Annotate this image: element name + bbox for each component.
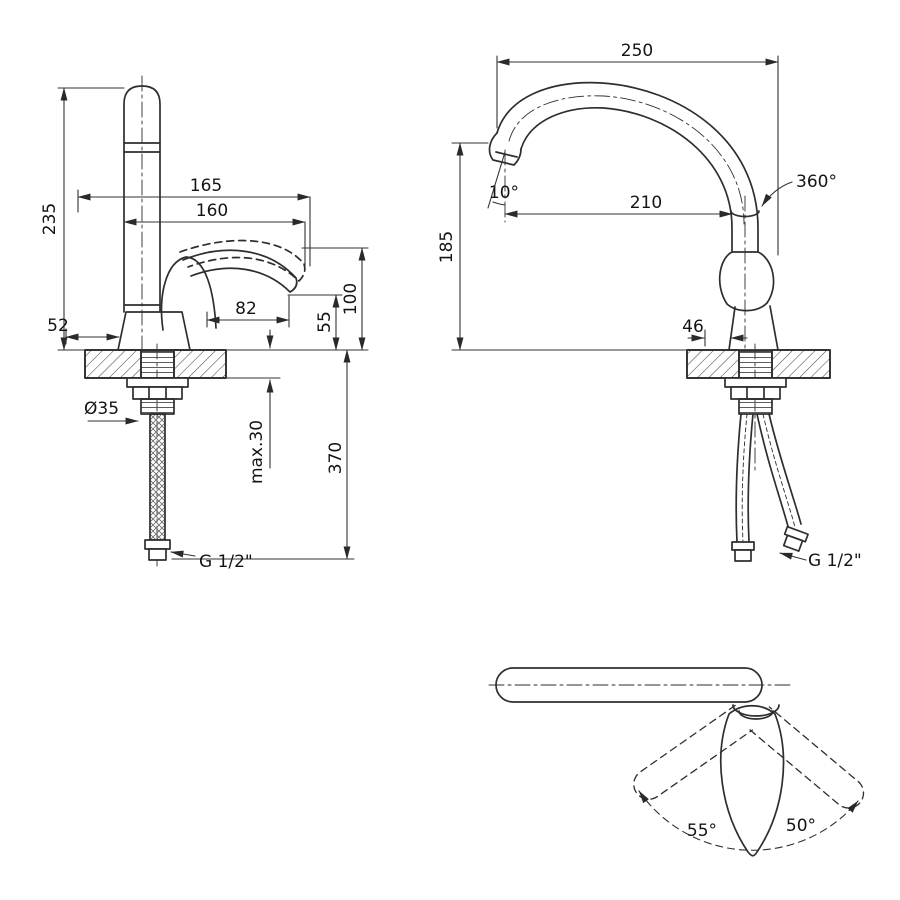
front-labels: 235 165 160 100 55 82 52 Ø35 max.30 370 … [40, 176, 361, 572]
front-dim-deck-thickness: max.30 [247, 420, 267, 484]
top-ghost-lever-right [749, 706, 865, 809]
top-dim-swing-right: 50° [786, 816, 816, 836]
side-dim-thread-size: G 1/2" [808, 551, 862, 571]
side-dim-swivel-angle: 360° [796, 172, 837, 192]
front-dim-thread-size: G 1/2" [199, 552, 253, 572]
top-collar-inner [738, 710, 774, 720]
side-deck [686, 349, 831, 379]
top-labels: 55° 50° [687, 816, 816, 841]
side-tailpiece [724, 350, 787, 415]
front-view: 235 165 160 100 55 82 52 Ø35 max.30 370 … [40, 75, 369, 572]
side-dim-outlet-angle: 10° [489, 183, 519, 203]
front-dim-handle-width: 82 [235, 299, 257, 319]
front-dim-hose-length: 370 [326, 442, 346, 474]
side-body [718, 251, 779, 351]
top-lever [495, 667, 763, 703]
front-dim-reach-outer: 165 [190, 176, 222, 196]
front-tailpiece [126, 350, 189, 415]
top-view: 55° 50° [488, 667, 865, 857]
side-hoses [731, 413, 809, 562]
top-body [720, 704, 785, 857]
front-dim-handle-top: 100 [341, 283, 361, 315]
side-dim-base-offset: 46 [682, 317, 704, 337]
front-dim-handle-bottom: 55 [315, 311, 335, 333]
front-dim-reach-inner: 160 [196, 201, 228, 221]
side-spout [488, 81, 759, 253]
front-dim-total-height: 235 [40, 203, 60, 235]
side-swivel-ring [730, 210, 760, 218]
top-ghost-lever-left [633, 704, 754, 800]
front-spout [123, 85, 161, 313]
front-dimension-lines [57, 87, 369, 560]
front-dim-base-offset: 52 [47, 316, 69, 336]
side-dim-outlet-height: 185 [437, 231, 457, 263]
front-base [117, 311, 191, 351]
front-hose [144, 413, 171, 561]
side-dim-spout-span: 250 [621, 41, 653, 61]
side-view: 250 185 210 10° 360° 46 G 1/2" [437, 41, 862, 571]
side-dimension-lines [451, 55, 807, 561]
side-labels: 250 185 210 10° 360° 46 G 1/2" [437, 41, 862, 571]
front-dim-hole-diameter: Ø35 [84, 399, 119, 419]
front-deck [84, 349, 227, 379]
side-dim-spout-reach: 210 [630, 193, 662, 213]
side-centerline-spout [508, 95, 745, 225]
top-swing-arc [638, 790, 859, 851]
front-handle [160, 239, 306, 331]
top-dim-swing-left: 55° [687, 821, 717, 841]
